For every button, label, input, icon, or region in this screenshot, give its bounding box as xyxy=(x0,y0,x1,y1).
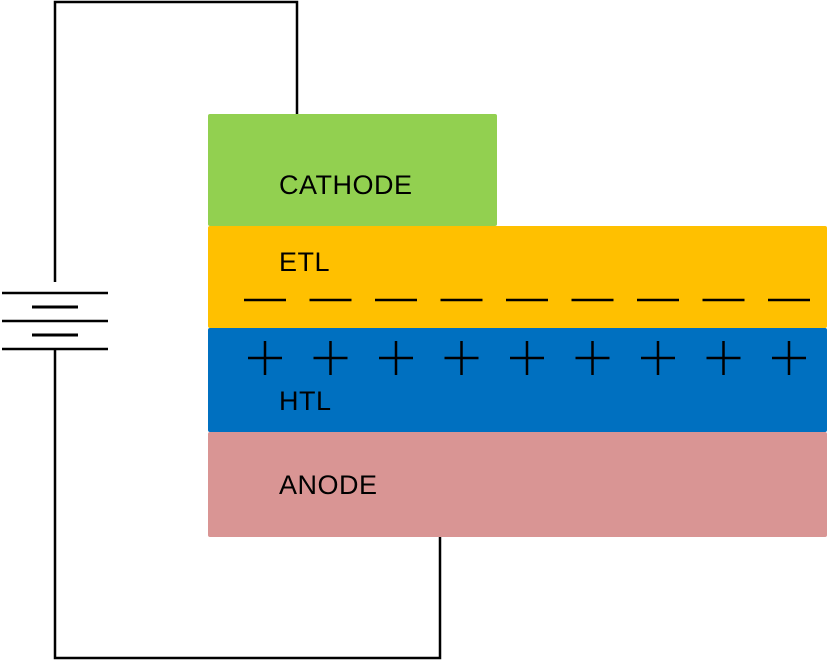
circuit xyxy=(53,0,442,660)
positive-charge-mark xyxy=(379,341,413,375)
positive-charges xyxy=(248,341,806,375)
wire-top xyxy=(53,0,299,282)
cathode-layer xyxy=(208,114,497,226)
etl-layer xyxy=(208,226,827,328)
wire-bottom xyxy=(53,350,442,660)
positive-charge-mark xyxy=(575,341,610,375)
battery-icon xyxy=(2,291,108,351)
htl-label: HTL xyxy=(279,386,332,416)
etl-label: ETL xyxy=(279,247,330,277)
anode-label: ANODE xyxy=(279,470,378,500)
anode-layer xyxy=(208,432,827,537)
positive-charge-mark xyxy=(641,341,675,375)
cathode-label: CATHODE xyxy=(279,170,413,200)
device-stack xyxy=(208,114,827,537)
positive-charge-mark xyxy=(706,341,741,375)
positive-charge-mark xyxy=(313,341,348,375)
positive-charge-mark xyxy=(510,341,544,375)
positive-charge-mark xyxy=(772,341,806,375)
htl-layer xyxy=(208,328,827,432)
positive-charge-mark xyxy=(248,341,282,375)
positive-charge-mark xyxy=(444,341,479,375)
